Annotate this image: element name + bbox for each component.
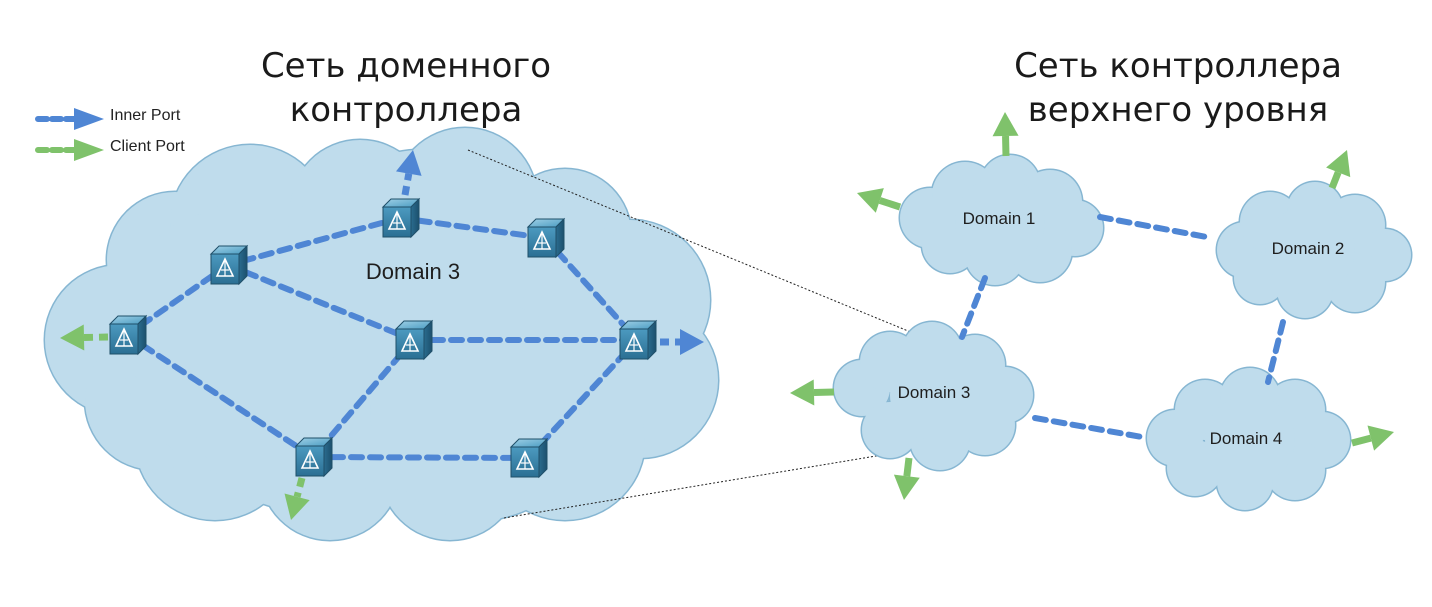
left-title-line-2: контроллера <box>256 88 556 132</box>
right-title: Сеть контроллера верхнего уровня <box>1008 44 1348 132</box>
inner-link-9 <box>313 457 528 458</box>
switch-icon <box>511 439 547 477</box>
switch-icon <box>620 321 656 359</box>
domain-2-label: Domain 2 <box>1272 239 1345 259</box>
domain-3-client-arrow-left <box>790 379 834 405</box>
domain-1-label: Domain 1 <box>963 209 1036 229</box>
legend-inner-port: Inner Port <box>34 104 234 135</box>
legend-client-port: Client Port <box>34 135 234 166</box>
domain-3-label: Domain 3 <box>898 383 971 403</box>
legend-client-port-label: Client Port <box>110 138 185 156</box>
domain-link-d3-d4 <box>1035 418 1142 437</box>
switch-icon <box>211 246 247 284</box>
domain-link-d1-d3 <box>962 278 985 337</box>
domain-3-client-arrow-down <box>894 458 920 500</box>
domain-clouds <box>833 154 1413 512</box>
inner-port-arrow-icon <box>34 104 106 134</box>
legend-inner-port-label: Inner Port <box>110 107 180 125</box>
switch-icon <box>110 316 146 354</box>
right-title-line-1: Сеть контроллера <box>1008 44 1348 88</box>
legend: Inner Port Client Port <box>34 104 234 166</box>
domain-link-d2-d4 <box>1268 322 1283 382</box>
domain-link-d1-d2 <box>1100 217 1212 238</box>
client-port-arrow-icon <box>34 135 106 165</box>
domain-4-label: Domain 4 <box>1210 429 1283 449</box>
left-title-line-1: Сеть доменного <box>256 44 556 88</box>
right-title-line-2: верхнего уровня <box>1008 88 1348 132</box>
domain-2-client-arrow-up <box>1326 150 1350 188</box>
domain-1-client-arrow-left <box>857 188 900 213</box>
left-title: Сеть доменного контроллера <box>256 44 556 132</box>
domain-4-client-arrow-right <box>1352 426 1394 451</box>
switch-icon <box>296 438 332 476</box>
detail-domain-label: Domain 3 <box>366 259 460 285</box>
switch-icon <box>383 199 419 237</box>
switch-icon <box>396 321 432 359</box>
switch-icon <box>528 219 564 257</box>
